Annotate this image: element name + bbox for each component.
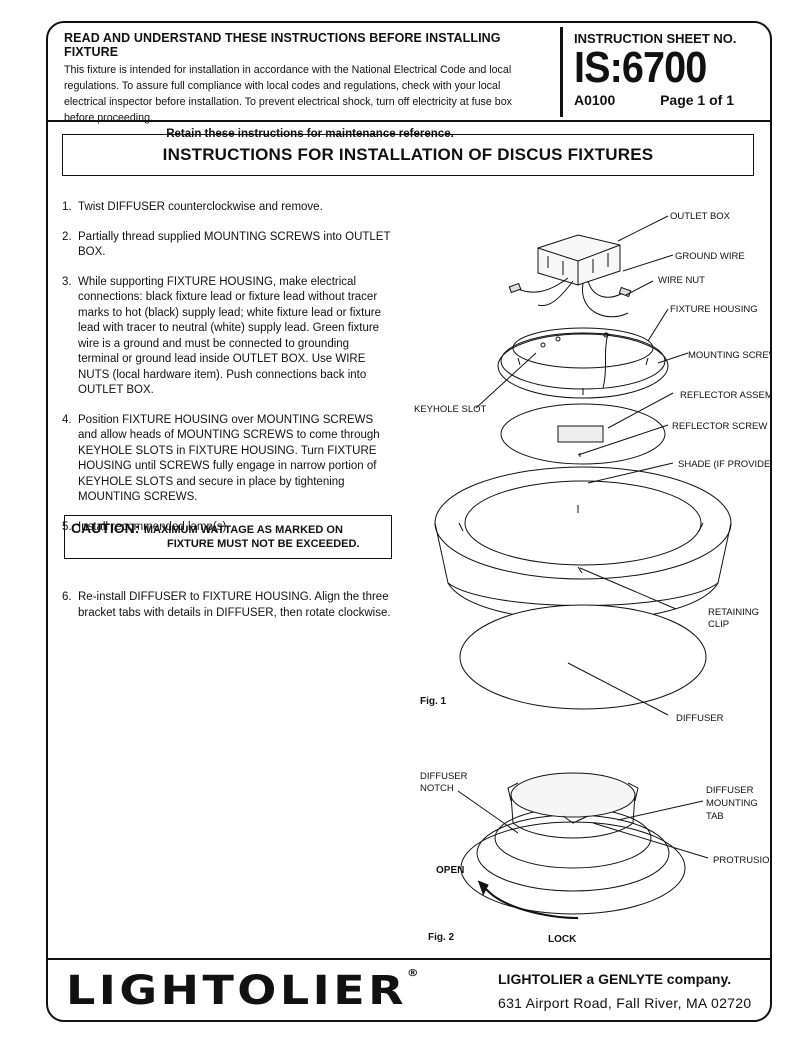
step-number: 4. [62, 413, 72, 426]
fixture-housing-drawing [497, 327, 669, 399]
step-1: 1. Twist DIFFUSER counterclockwise and r… [62, 200, 392, 216]
leader-lines [457, 215, 709, 859]
caution-line-1: MAXIMUM WATTAGE AS MARKED ON [143, 524, 343, 536]
step-6: 6. Re-install DIFFUSER to FIXTURE HOUSIN… [62, 590, 392, 621]
step-text: Position FIXTURE HOUSING over MOUNTING S… [78, 413, 380, 504]
step-text: While supporting FIXTURE HOUSING, make e… [78, 275, 381, 397]
company-name: LIGHTOLIER a GENLYTE company. [498, 971, 732, 987]
header-rule [48, 120, 770, 122]
label-outlet-box: OUTLET BOX [670, 211, 731, 222]
step-text: Install recommended lamp(s). [78, 520, 230, 533]
step-number: 6. [62, 591, 72, 603]
caution-line-2: FIXTURE MUST NOT BE EXCEEDED. [167, 538, 360, 550]
caution-box: CAUTION: MAXIMUM WATTAGE AS MARKED ON FI… [64, 515, 392, 559]
fig1-caption: Fig. 1 [420, 696, 447, 707]
label-retaining: RETAINING [708, 607, 759, 618]
step-number: 1. [62, 201, 72, 213]
header-body: This fixture is intended for installatio… [64, 64, 512, 124]
step-text: Partially thread supplied MOUNTING SCREW… [78, 230, 391, 259]
registered-mark: ® [406, 968, 419, 979]
sheet-code: A0100 [574, 92, 616, 108]
label-mounting-tab-2: MOUNTING [706, 798, 758, 809]
step-number: 3. [62, 275, 72, 288]
outlet-box-drawing [537, 234, 621, 286]
label-reflector-screw: REFLECTOR SCREW [672, 421, 767, 432]
label-mounting-tab-3: TAB [706, 811, 724, 822]
header-divider [560, 27, 563, 117]
footer-rule [48, 958, 770, 960]
sheet-info: INSTRUCTION SHEET NO. IS:6700 A0100 Page… [574, 31, 764, 108]
label-reflector-assembly: REFLECTOR ASSEMBLY [680, 390, 770, 401]
step-text: Re-install DIFFUSER to FIXTURE HOUSING. … [78, 591, 391, 619]
diffuser-drawing [459, 604, 707, 710]
step-number: 5. [62, 520, 72, 533]
brand-logo: LIGHTOLIER® [66, 968, 418, 1014]
figures-drawing: OUTLET BOX GROUND WIRE WIRE NUT FIXTURE … [414, 211, 770, 945]
fig2-caption: Fig. 2 [428, 932, 455, 943]
sheet-number: IS:6700 [574, 43, 707, 92]
label-mounting-screws: MOUNTING SCREWS [688, 350, 770, 361]
step-text: Twist DIFFUSER counterclockwise and remo… [78, 201, 323, 213]
label-ground-wire: GROUND WIRE [675, 251, 745, 262]
label-diffuser-notch-1: DIFFUSER [420, 771, 468, 782]
label-clip: CLIP [708, 619, 729, 630]
label-protrusion: PROTRUSION [713, 855, 770, 866]
shade-drawing [434, 466, 732, 621]
label-diffuser: DIFFUSER [676, 713, 724, 724]
company-address: 631 Airport Road, Fall River, MA 02720 [498, 995, 752, 1011]
header-title: READ AND UNDERSTAND THESE INSTRUCTIONS B… [64, 31, 501, 59]
main-title-box: INSTRUCTIONS FOR INSTALLATION OF DISCUS … [62, 134, 754, 176]
fig2-drawing [460, 772, 686, 919]
step-5: 5. Install recommended lamp(s). [62, 520, 392, 536]
label-fixture-housing: FIXTURE HOUSING [670, 304, 758, 315]
steps-list: 1. Twist DIFFUSER counterclockwise and r… [62, 200, 392, 549]
label-open: OPEN [436, 865, 464, 876]
label-keyhole-slot: KEYHOLE SLOT [414, 404, 487, 415]
caution-label: CAUTION: [71, 520, 140, 536]
main-title: INSTRUCTIONS FOR INSTALLATION OF DISCUS … [162, 145, 654, 164]
step-number: 2. [62, 230, 72, 243]
label-lock: LOCK [548, 934, 577, 945]
label-mounting-tab-1: DIFFUSER [706, 785, 754, 796]
label-wire-nut: WIRE NUT [658, 275, 705, 286]
label-shade: SHADE (IF PROVIDED) [678, 459, 770, 470]
instruction-sheet-frame: READ AND UNDERSTAND THESE INSTRUCTIONS B… [46, 21, 772, 1022]
step-2: 2. Partially thread supplied MOUNTING SC… [62, 230, 392, 261]
page-indicator: Page 1 of 1 [660, 92, 734, 108]
sheet-label: INSTRUCTION SHEET NO. [574, 31, 737, 46]
step-4: 4. Position FIXTURE HOUSING over MOUNTIN… [62, 413, 392, 506]
wires-drawing [508, 277, 632, 318]
label-diffuser-notch-2: NOTCH [420, 783, 454, 794]
step-3: 3. While supporting FIXTURE HOUSING, mak… [62, 275, 392, 399]
brand-name: LIGHTOLIER [66, 968, 407, 1014]
